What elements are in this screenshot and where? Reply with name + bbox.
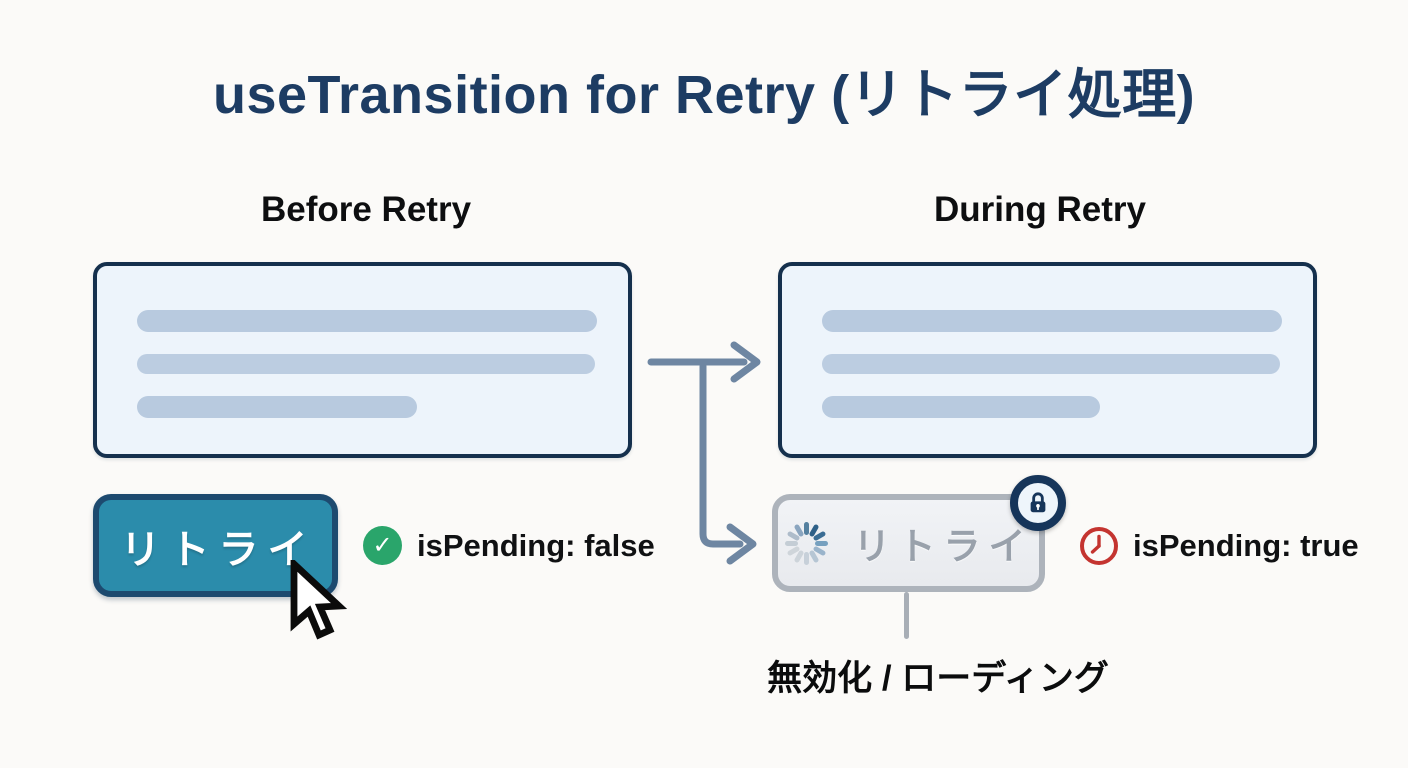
before-status-label: isPending: false bbox=[417, 527, 655, 563]
lock-icon bbox=[1010, 475, 1066, 531]
disabled-loading-annotation: 無効化 / ローディング bbox=[767, 659, 1109, 698]
check-glyph: ✓ bbox=[372, 532, 393, 559]
cursor-icon bbox=[290, 560, 348, 640]
annotation-connector-line bbox=[904, 592, 909, 639]
page-title: useTransition for Retry (リトライ処理) bbox=[212, 65, 1196, 125]
skeleton-line bbox=[822, 396, 1100, 418]
during-status: isPending: true bbox=[1080, 527, 1359, 565]
during-retry-heading: During Retry bbox=[934, 190, 1146, 229]
retry-button-label: リトライ bbox=[120, 527, 317, 572]
skeleton-line bbox=[822, 354, 1280, 374]
check-icon: ✓ bbox=[363, 526, 402, 565]
skeleton-line bbox=[137, 354, 595, 374]
arrow-branch-to-button bbox=[699, 362, 744, 548]
clock-icon bbox=[1080, 527, 1118, 565]
arrow-head-icon bbox=[726, 523, 757, 565]
skeleton-line bbox=[137, 310, 597, 332]
during-status-label: isPending: true bbox=[1133, 528, 1359, 563]
skeleton-line bbox=[822, 310, 1282, 332]
retry-button-disabled-label: リトライ bbox=[853, 526, 1034, 567]
spinner-icon bbox=[784, 520, 830, 566]
retry-button[interactable]: リトライ bbox=[93, 494, 338, 597]
before-status: ✓ isPending: false bbox=[363, 526, 655, 565]
during-content-card bbox=[778, 262, 1317, 458]
before-content-card bbox=[93, 262, 632, 458]
arrow-head-icon bbox=[730, 341, 761, 383]
before-retry-heading: Before Retry bbox=[260, 190, 472, 229]
skeleton-line bbox=[137, 396, 417, 418]
retry-button-disabled: リトライ bbox=[772, 494, 1045, 592]
